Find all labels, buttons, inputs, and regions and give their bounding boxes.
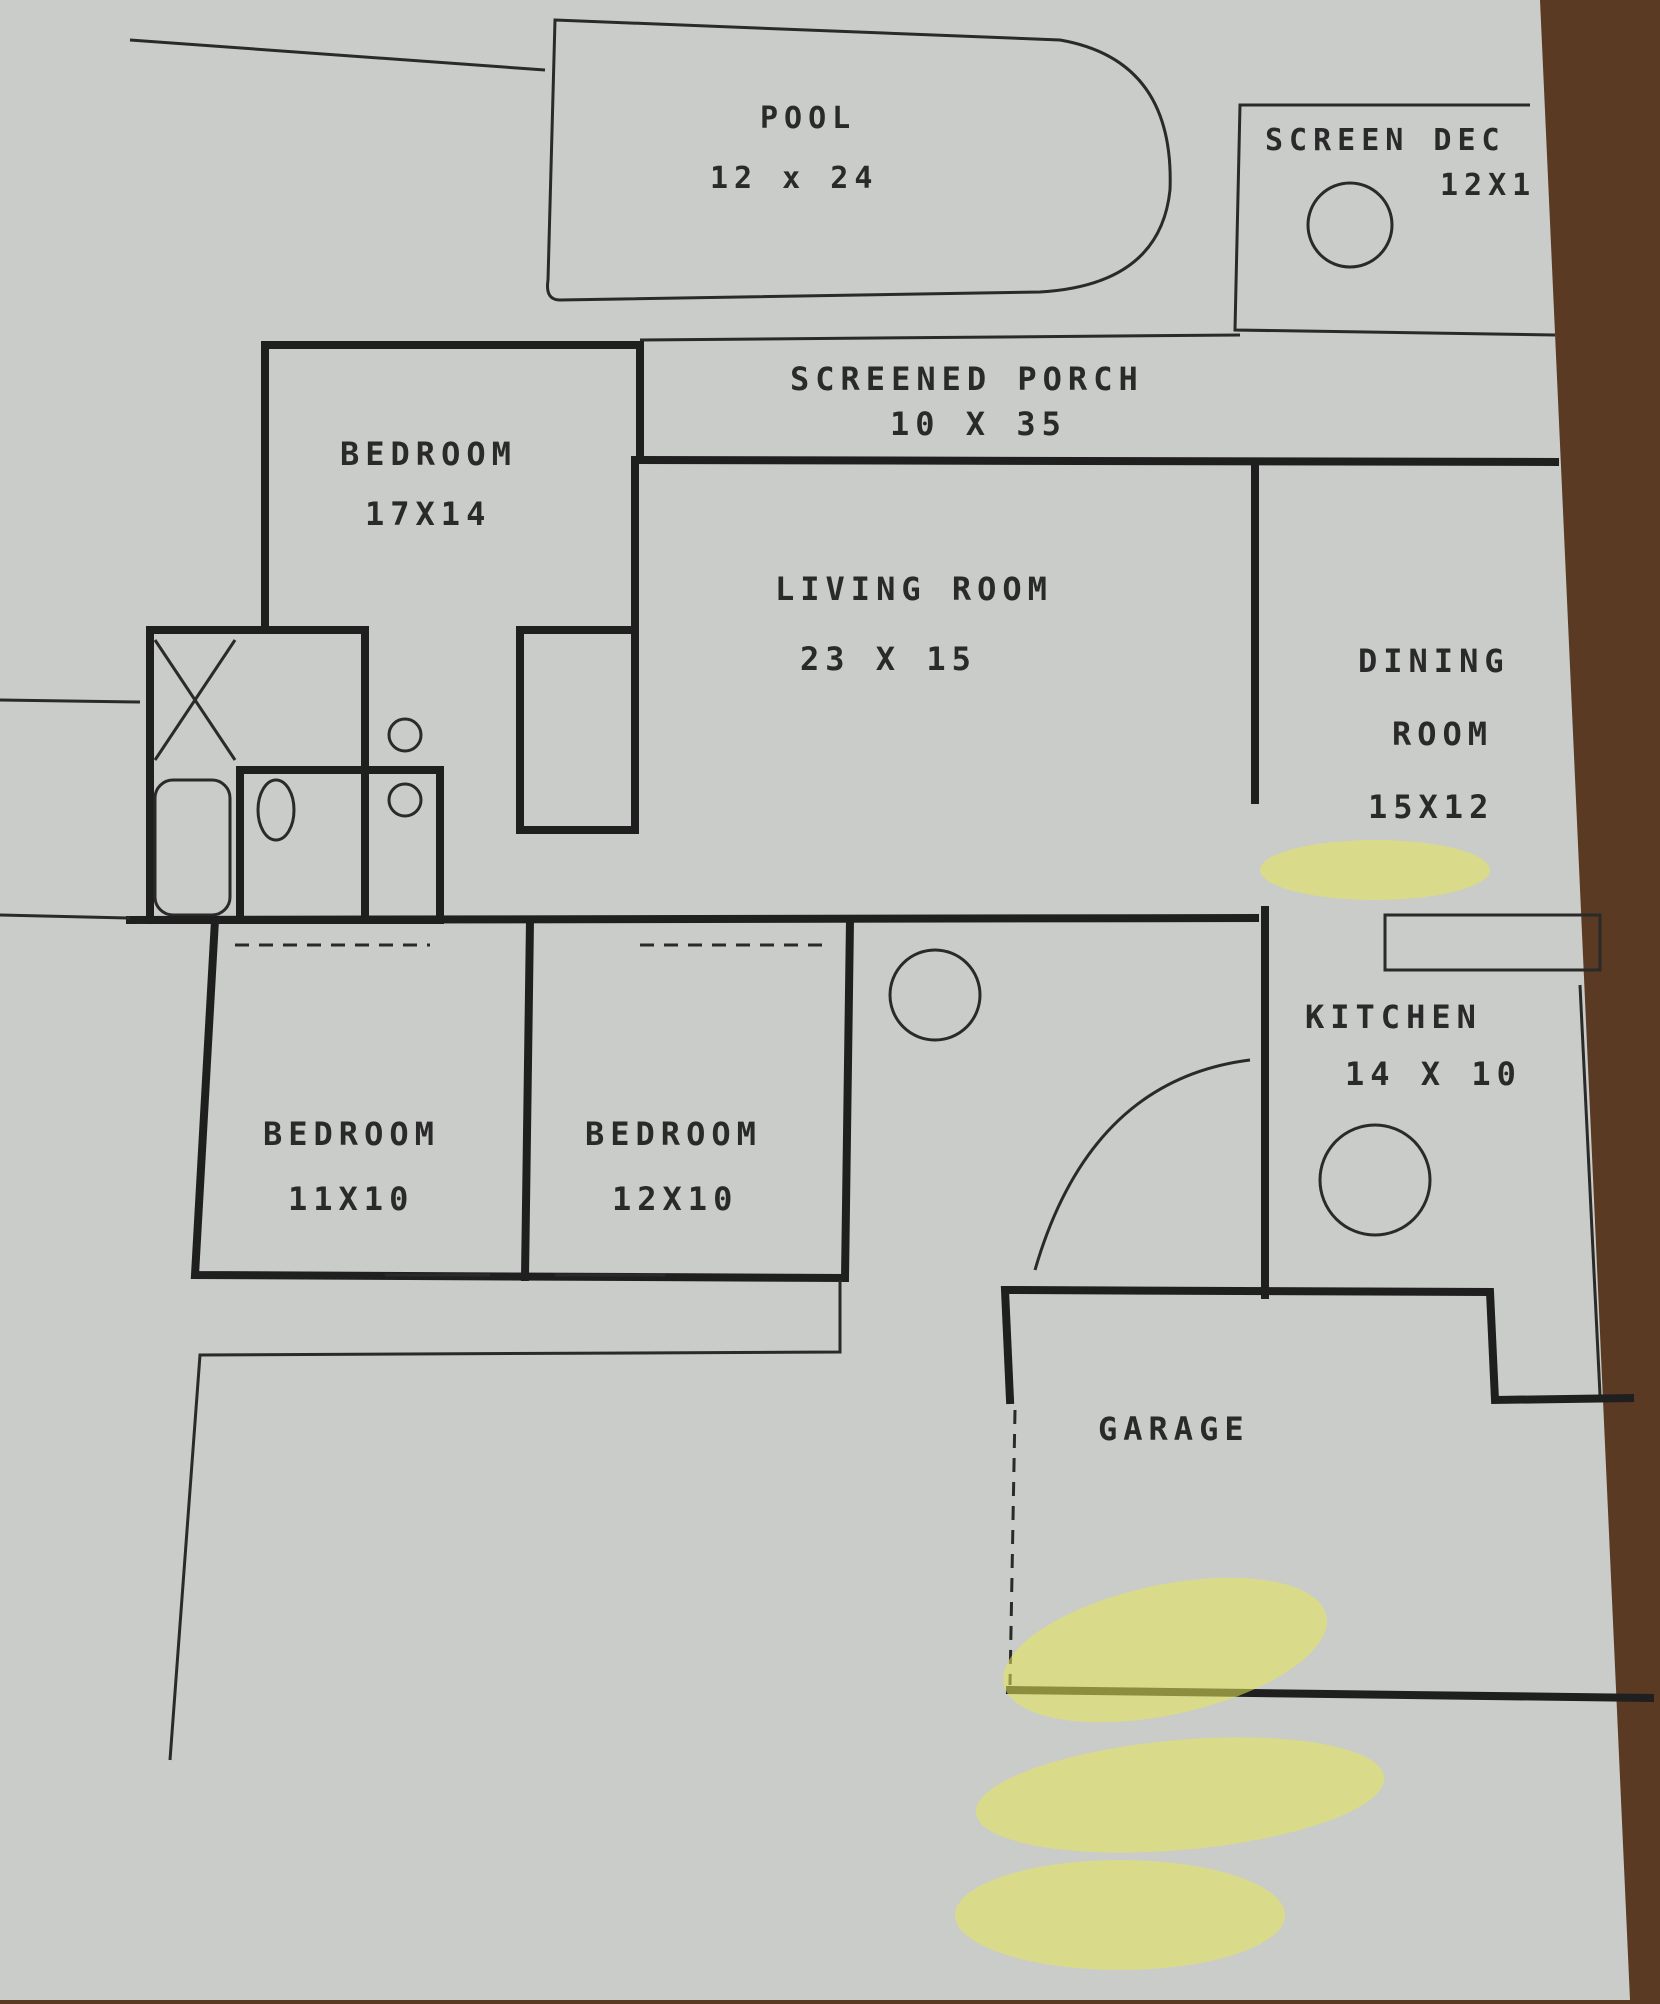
kitchen-size: 14 X 10 (1345, 1055, 1522, 1093)
courtyard-curve (1033, 1058, 1251, 1271)
bathtub-icon (153, 778, 232, 917)
toilet-icon (256, 778, 296, 842)
porch-outline (639, 333, 1241, 342)
screened-porch-size: 10 X 35 (890, 405, 1067, 443)
plant-icon (888, 948, 982, 1042)
kitchen-wall-right (1578, 984, 1602, 1396)
highlight-garage-2 (975, 1737, 1385, 1853)
screen-deck-outline (1233, 103, 1556, 337)
pool-size: 12 x 24 (710, 161, 878, 196)
pool-outline (546, 18, 1172, 302)
living-room-size: 23 X 15 (800, 640, 977, 678)
highlight-garage-1 (1003, 1577, 1327, 1723)
shower-icon-2 (153, 639, 237, 761)
bedroom-2-label: BEDROOM (263, 1115, 440, 1153)
bedroom-3-size: 12X10 (612, 1180, 738, 1218)
bedroom-3-label: BEDROOM (585, 1115, 762, 1153)
living-room-wall-top (635, 455, 1560, 467)
living-room-label: LIVING ROOM (775, 570, 1053, 608)
pool-label: POOL (760, 101, 856, 136)
dining-room-label: DINING (1358, 642, 1510, 680)
deck-table-icon (1306, 181, 1394, 269)
dining-room-size: 15X12 (1368, 788, 1494, 826)
bedroom-2-size: 11X10 (288, 1180, 414, 1218)
paper-sheet (0, 0, 1630, 2000)
lot-line-lower (0, 913, 131, 920)
master-bedroom-wall-top (261, 341, 644, 464)
hallway-wall (125, 913, 1260, 925)
kitchen-counter (1383, 913, 1602, 972)
highlight-dining (1260, 840, 1490, 900)
kitchen-label: KITCHEN (1305, 998, 1482, 1036)
bedroom-divider (520, 915, 535, 1282)
highlight-garage-3 (955, 1860, 1285, 1970)
master-closet (516, 626, 639, 834)
sink-icon (387, 717, 423, 753)
sink-icon-2 (387, 782, 423, 818)
garage-label: GARAGE (1098, 1410, 1250, 1448)
lot-line-upper (0, 698, 141, 704)
screen-deck-size: 12X1 (1440, 168, 1536, 203)
dining-room-label-2: ROOM (1392, 715, 1493, 753)
fence-line (129, 38, 546, 72)
screen-deck-label: SCREEN DEC (1265, 123, 1506, 158)
bedrooms-wall (190, 915, 855, 1283)
master-bedroom-size: 17X14 (365, 495, 491, 533)
garage-wall-top (1000, 1285, 1635, 1405)
garage-door-dashed (1008, 1409, 1017, 1686)
master-bedroom-label: BEDROOM (340, 435, 517, 473)
screened-porch-label: SCREENED PORCH (790, 360, 1144, 398)
lot-outline (168, 1280, 842, 1761)
kitchen-table-icon (1318, 1123, 1432, 1237)
